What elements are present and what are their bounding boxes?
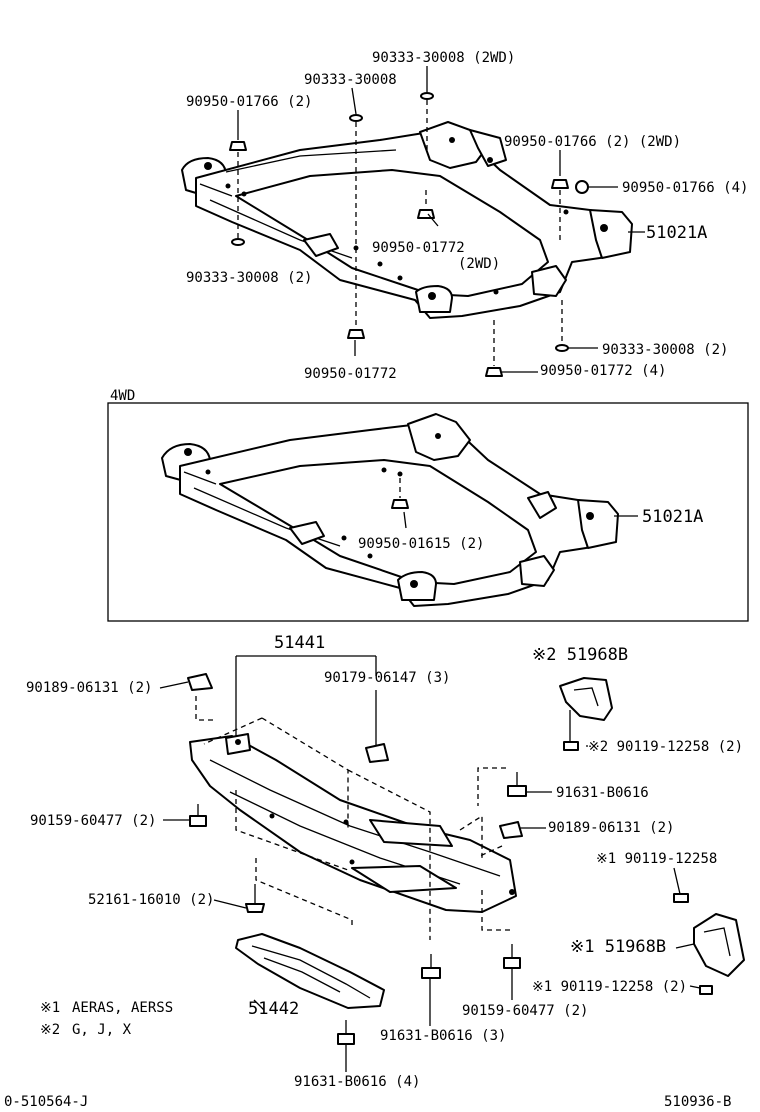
note-text-2: G, J, X: [72, 1022, 132, 1038]
callout-90950-01615-2: 90950-01615 (2): [358, 536, 484, 552]
callout-90950-01766-2: 90950-01766 (2): [186, 94, 312, 110]
fasteners-bottom: [187, 673, 713, 1045]
callout-51968B-aeras: ※1 51968B: [570, 937, 666, 957]
callout-91631-B0616-3: 91631-B0616 (3): [380, 1028, 506, 1044]
callout-51021A-4wd: 51021A: [642, 507, 703, 527]
section-4wd-label: 4WD: [110, 388, 135, 404]
callout-90333-30008: 90333-30008: [304, 72, 397, 88]
callout-90950-01772-4: 90950-01772 (4): [540, 363, 666, 379]
callout-2wd-note: (2WD): [458, 256, 500, 272]
callout-90119-12258-2-g: ※2 90119-12258 (2): [588, 739, 743, 755]
crossmember-2wd: [181, 121, 633, 319]
labels-bottom: 51441 ※2 51968B 90189-06131 (2) 90179-06…: [26, 633, 743, 1090]
labels-4wd: 4WD 90950-01615 (2) 51021A: [110, 388, 703, 552]
callout-90333-30008-2-right: 90333-30008 (2): [602, 342, 728, 358]
footer-left-code: 0-510564-J: [4, 1094, 88, 1110]
crossmember-4wd: [161, 413, 619, 607]
callout-90189-06131-2-right: 90189-06131 (2): [548, 820, 674, 836]
note-mark-2: ※2: [40, 1022, 60, 1038]
callout-51021A-2wd: 51021A: [646, 223, 707, 243]
callout-51441: 51441: [274, 633, 325, 653]
callout-90333-30008-2-left: 90333-30008 (2): [186, 270, 312, 286]
callout-90119-12258-aeras: ※1 90119-12258: [596, 851, 717, 867]
callout-90333-30008-2wd: 90333-30008 (2WD): [372, 50, 515, 66]
callout-90159-60477-2-right: 90159-60477 (2): [462, 1003, 588, 1019]
callout-90189-06131-2-left: 90189-06131 (2): [26, 680, 152, 696]
note-mark-1: ※1: [40, 1000, 60, 1016]
box-4wd: [107, 402, 749, 622]
cover-outline: [203, 717, 512, 940]
bracket-51968B: [559, 677, 745, 977]
callout-90159-60477-2-left: 90159-60477 (2): [30, 813, 156, 829]
callout-90950-01772: 90950-01772: [304, 366, 397, 382]
callout-52161-16010-2: 52161-16010 (2): [88, 892, 214, 908]
note-text-1: AERAS, AERSS: [72, 1000, 173, 1016]
labels-2wd: 90333-30008 (2WD) 90333-30008 90950-0176…: [186, 50, 748, 382]
callout-51442: 51442: [248, 999, 299, 1019]
leaders-bottom: [159, 655, 701, 1072]
callout-90179-06147-3: 90179-06147 (3): [324, 670, 450, 686]
callout-90950-01772-2wd: 90950-01772: [372, 240, 465, 256]
engine-under-cover-sub: [235, 933, 385, 1009]
callout-90950-01766-4: 90950-01766 (4): [622, 180, 748, 196]
fasteners-4wd: [391, 478, 638, 529]
footer-right-code: 510936-B: [664, 1094, 731, 1110]
callout-90119-12258-2-aeras: ※1 90119-12258 (2): [532, 979, 687, 995]
callout-91631-B0616-4: 91631-B0616 (4): [294, 1074, 420, 1090]
legend-notes: ※1 AERAS, AERSS ※2 G, J, X: [40, 1000, 173, 1038]
callout-51968B-g: ※2 51968B: [532, 645, 628, 665]
engine-under-cover: [189, 733, 517, 913]
callout-91631-B0616: 91631-B0616: [556, 785, 649, 801]
fasteners-2wd: [229, 66, 645, 377]
callout-90950-01766-2-2wd: 90950-01766 (2) (2WD): [504, 134, 681, 150]
